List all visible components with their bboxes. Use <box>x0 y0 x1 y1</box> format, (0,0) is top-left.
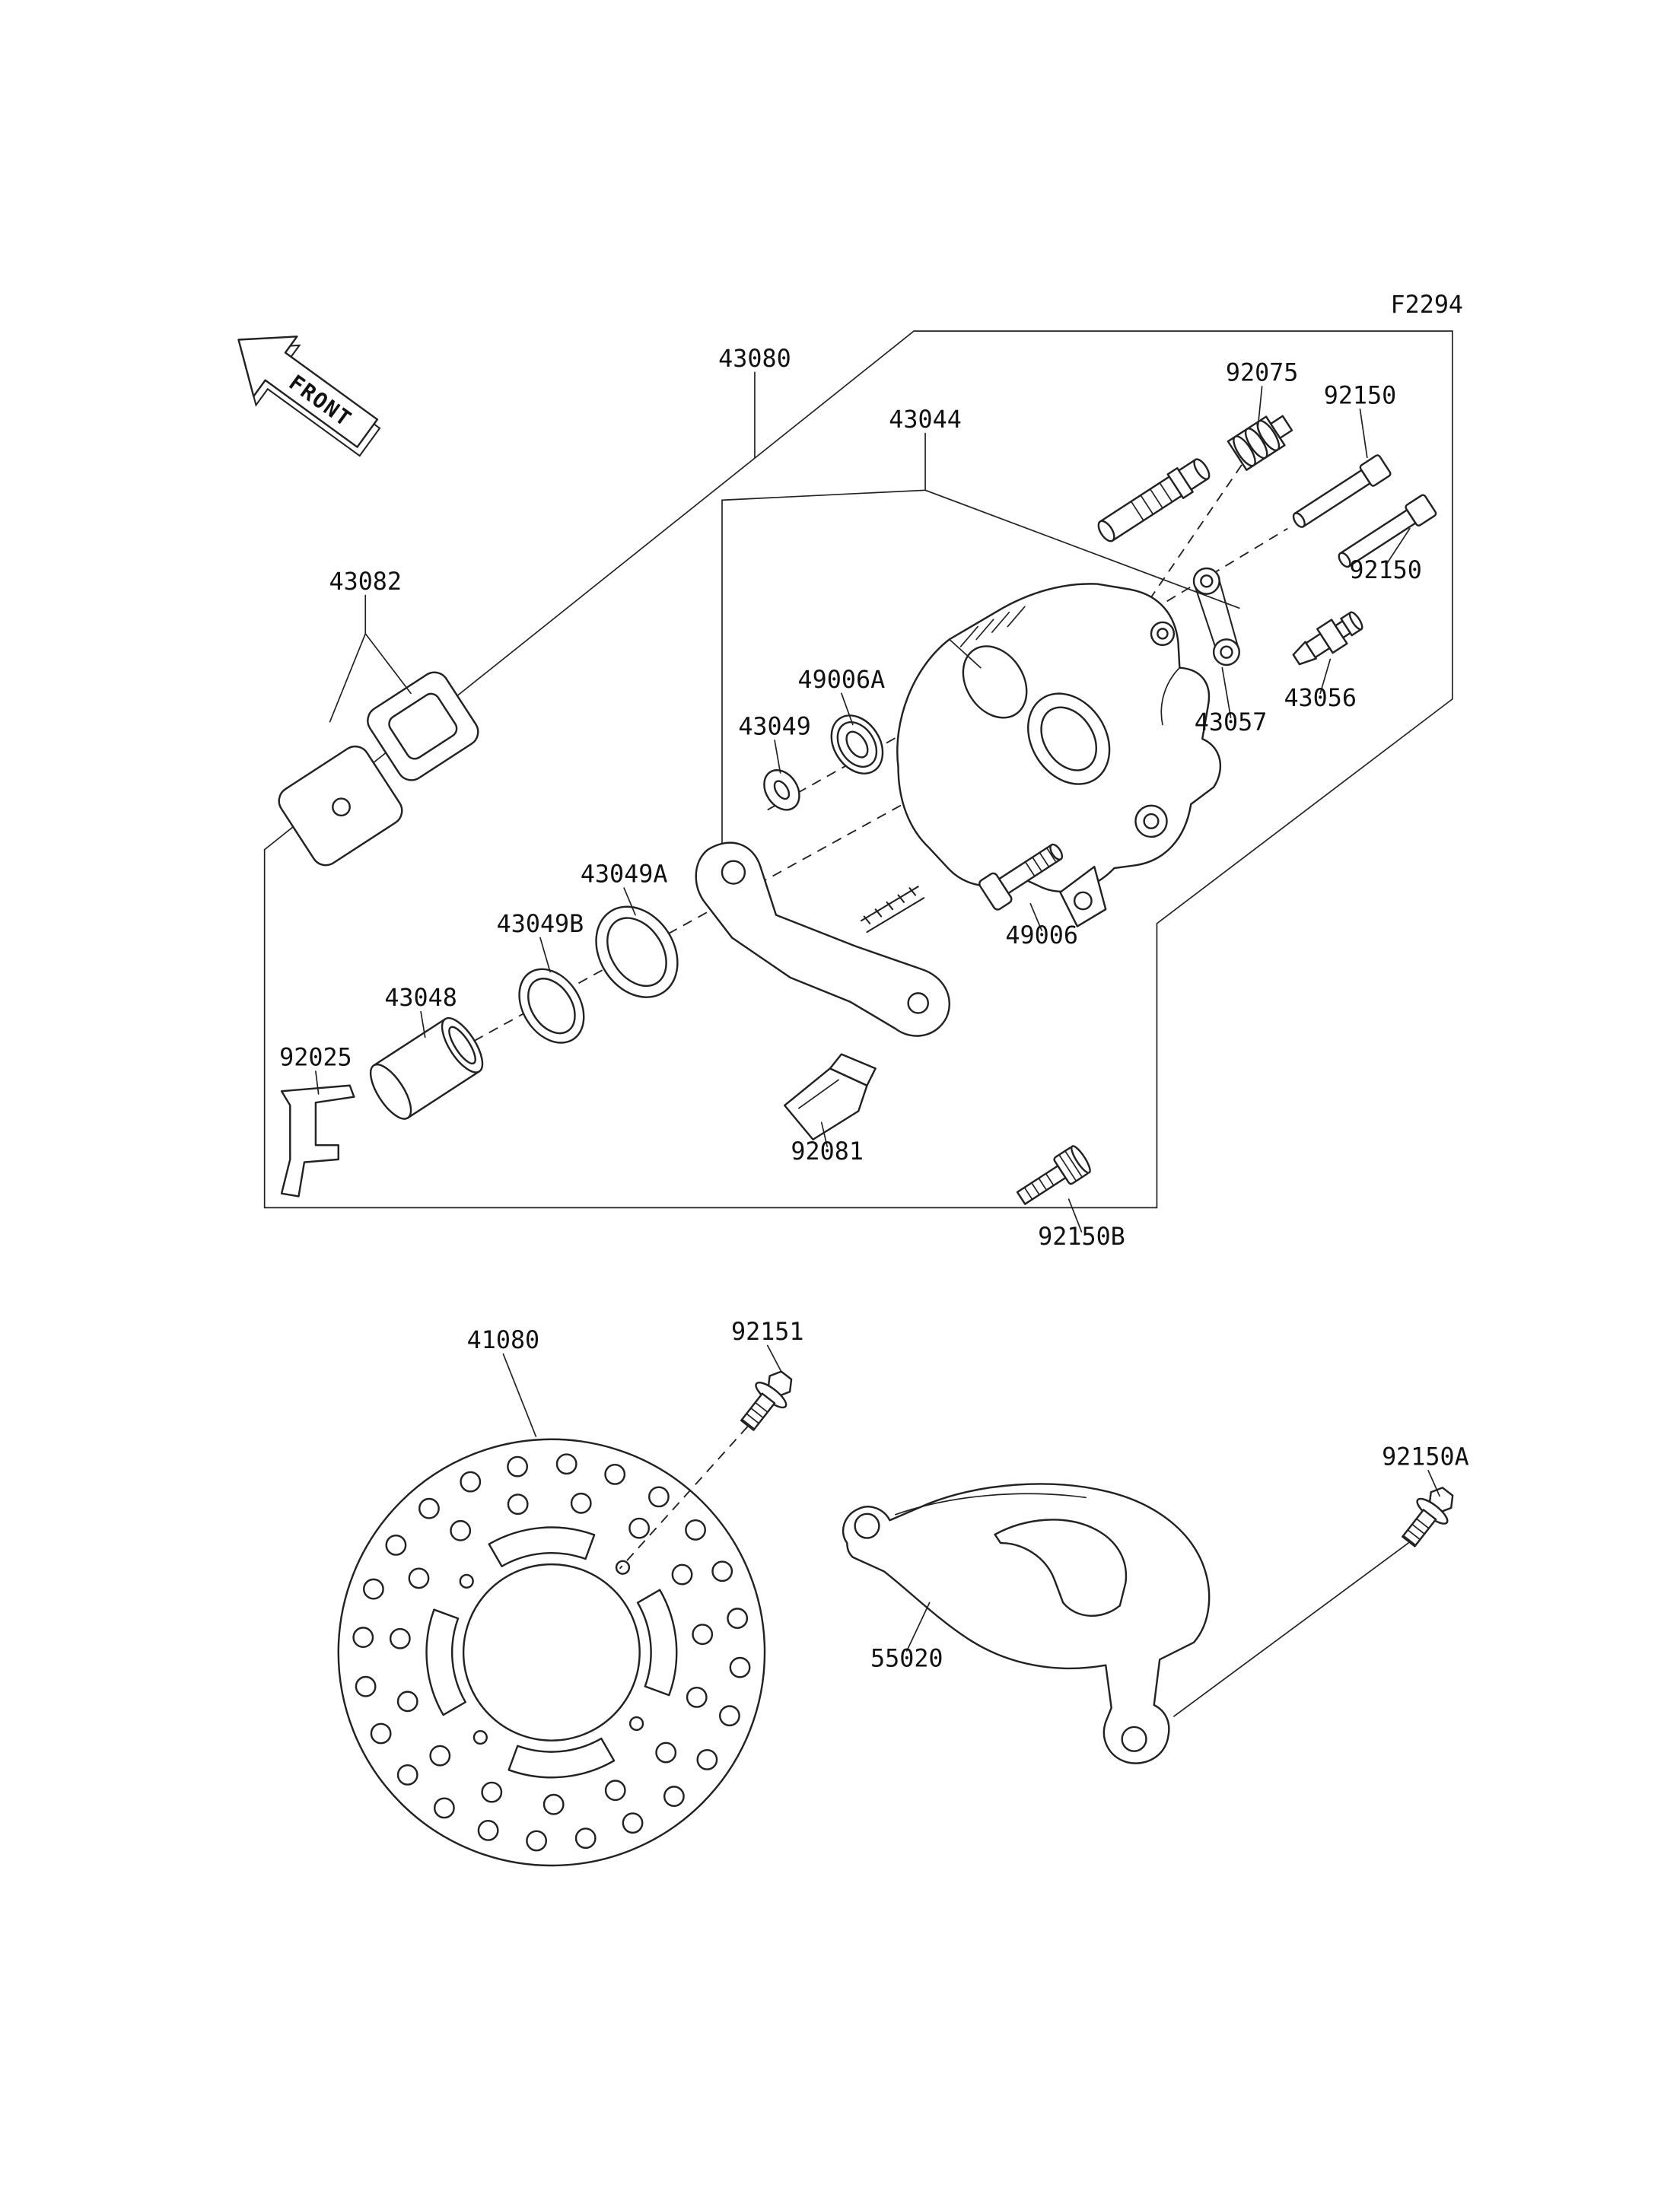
caliper-holder <box>695 841 950 1037</box>
slide-pin <box>1097 458 1211 542</box>
bleed-valve <box>1292 611 1363 666</box>
disc-bolt <box>740 1370 793 1431</box>
part-label-92025: 92025 <box>279 1045 352 1072</box>
mount-bolt <box>978 843 1064 911</box>
pin-boot <box>1227 415 1293 471</box>
stopper-bracket <box>280 1084 355 1198</box>
part-label-92151: 92151 <box>731 1318 804 1346</box>
leader-lines <box>315 386 1440 1717</box>
brake-disc <box>337 1438 766 1867</box>
figure-code: F2294 <box>1391 291 1464 319</box>
part-label-41080: 41080 <box>467 1327 540 1354</box>
part-label-49006A: 49006A <box>798 666 886 694</box>
front-arrow: FRONT <box>237 336 381 457</box>
part-label-92150A: 92150A <box>1382 1443 1469 1471</box>
part-label-92150-b: 92150 <box>1349 557 1422 584</box>
parts-group <box>278 415 1454 1867</box>
part-label-43049A: 43049A <box>581 861 668 889</box>
disc-guard <box>842 1483 1211 1764</box>
guard-bolt <box>1402 1487 1454 1548</box>
part-label-49006: 49006 <box>1005 922 1078 949</box>
part-label-43080: 43080 <box>718 345 791 373</box>
part-label-92081: 92081 <box>791 1138 864 1166</box>
caliper-piston <box>369 1016 484 1120</box>
pivot-bolt <box>1016 1145 1091 1205</box>
part-label-92150B: 92150B <box>1038 1223 1125 1251</box>
oil-seal <box>830 714 884 775</box>
washer <box>763 769 800 811</box>
piston-seal <box>518 968 585 1044</box>
brake-pad-inner <box>278 745 403 867</box>
dust-seal <box>595 905 679 998</box>
splined-pin <box>860 886 925 934</box>
part-label-43057: 43057 <box>1195 709 1268 736</box>
brake-pad-outer <box>367 671 479 781</box>
part-label-43082: 43082 <box>329 568 402 596</box>
part-label-92075: 92075 <box>1226 359 1299 386</box>
part-label-43049B: 43049B <box>497 911 584 938</box>
part-labels: F2294 43080 43044 92075 92150 92150 4308… <box>279 291 1469 1673</box>
part-label-43049: 43049 <box>738 713 811 740</box>
caliper-pin-2 <box>1338 494 1437 568</box>
caliper-link <box>1192 567 1240 666</box>
part-label-92150-a: 92150 <box>1324 382 1397 409</box>
caliper-body <box>896 583 1222 927</box>
part-label-43048: 43048 <box>384 984 457 1012</box>
part-label-43044: 43044 <box>889 406 962 434</box>
part-label-55020: 55020 <box>870 1646 943 1673</box>
pad-spring <box>783 1053 877 1140</box>
disc-holes <box>352 1453 751 1852</box>
caliper-pin-1 <box>1292 454 1392 528</box>
part-label-43056: 43056 <box>1284 685 1357 712</box>
